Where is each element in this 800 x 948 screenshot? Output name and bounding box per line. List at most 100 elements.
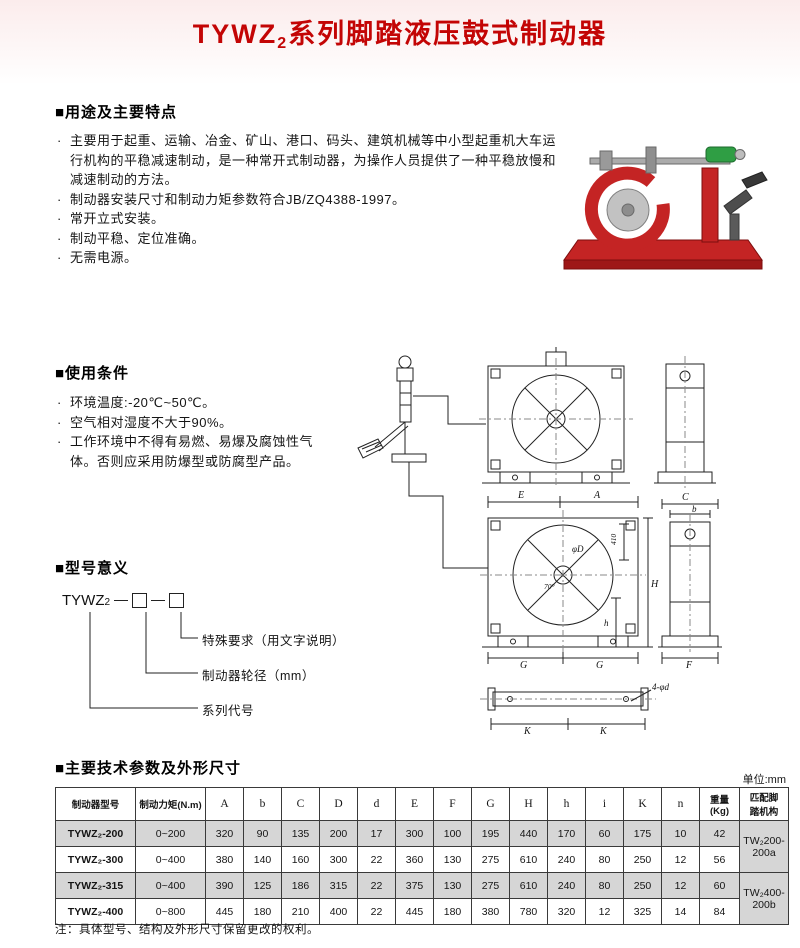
feature-text: 制动器安装尺寸和制动力矩参数符合JB/ZQ4388-1997。: [70, 191, 406, 207]
column-header-d: d: [357, 787, 396, 821]
table-cell: 80: [585, 872, 624, 899]
model-label-series: 系列代号: [202, 704, 255, 718]
table-row: TYWZ₂-300 0~400 380 140 160 300 22 360 1…: [55, 846, 789, 873]
top-background-tint: [0, 0, 800, 100]
condition-text: 工作环境中不得有易燃、易爆及腐蚀性气体。否则应采用防爆型或防腐型产品。: [70, 434, 314, 469]
torque-cell: 0~400: [135, 872, 206, 899]
title-series-subscript: 2: [277, 35, 289, 52]
table-cell: 325: [623, 898, 662, 925]
table-cell: 22: [357, 898, 396, 925]
table-cell: 12: [661, 872, 700, 899]
model-cell: TYWZ₂-400: [55, 898, 136, 925]
table-cell: 250: [623, 846, 662, 873]
column-header-E: E: [395, 787, 434, 821]
table-cell: 22: [357, 846, 396, 873]
table-cell: 80: [585, 846, 624, 873]
bullet-icon: ·: [57, 395, 62, 410]
dimension-lines-mid: [487, 496, 719, 518]
table-cell: 60: [585, 820, 624, 847]
table-cell: 275: [471, 846, 510, 873]
release-cylinder: [705, 146, 737, 163]
brake-front-view-top: [479, 347, 633, 488]
table-cell: 380: [205, 846, 244, 873]
weight-cell: 42: [699, 820, 740, 847]
column-header-F: F: [433, 787, 472, 821]
table-cell: 195: [471, 820, 510, 847]
model-label-diameter: 制动器轮径（mm）: [202, 669, 315, 683]
brake-upright: [701, 167, 719, 243]
feature-text: 常开立式安装。: [70, 211, 165, 226]
pedal-pump-drawing: [357, 355, 488, 569]
dim-label-C: C: [682, 492, 689, 503]
feature-text: 主要用于起重、运输、冶金、矿山、港口、码头、建筑机械等中小型起重机大车运行机构的…: [70, 133, 557, 187]
dim-label-phiD: φD: [572, 544, 584, 554]
dim-label-K2: K: [599, 726, 608, 737]
torque-cell: 0~800: [135, 898, 206, 925]
table-cell: 320: [547, 898, 586, 925]
model-label-special: 特殊要求（用文字说明）: [202, 634, 346, 648]
model-placeholder-box: [169, 593, 185, 608]
match-cell: TW₂400-200b: [739, 872, 789, 925]
brake-base: [563, 239, 763, 270]
section-heading-specs: ■主要技术参数及外形尺寸: [55, 760, 242, 777]
table-header-row: 制动器型号 制动力矩(N.m) A b C D d E F G H h i K …: [55, 787, 789, 821]
dim-label-h: h: [604, 618, 609, 628]
model-dash: [151, 600, 166, 601]
angle-label: 70°: [544, 582, 555, 591]
title-text: 系列脚踏液压鼓式制动器: [288, 19, 608, 49]
table-cell: 200: [319, 820, 358, 847]
table-cell: 445: [395, 898, 434, 925]
table-cell: 135: [281, 820, 320, 847]
column-header-model: 制动器型号: [55, 787, 136, 821]
table-cell: 186: [281, 872, 320, 899]
spec-table: 制动器型号 制动力矩(N.m) A b C D d E F G H h i K …: [55, 787, 789, 925]
dim-label-A: A: [593, 490, 601, 501]
section-heading-features: ■用途及主要特点: [55, 104, 178, 121]
bullet-icon: ·: [57, 230, 62, 246]
dim-label-F: F: [685, 660, 693, 671]
bullet-icon: ·: [57, 211, 62, 226]
base-plate-view: [480, 687, 656, 730]
pedal-lever: [723, 189, 753, 215]
table-cell: 300: [319, 846, 358, 873]
column-header-torque: 制动力矩(N.m): [135, 787, 206, 821]
condition-text: 环境温度:-20℃~50℃。: [70, 395, 216, 410]
table-cell: 780: [509, 898, 548, 925]
table-cell: 380: [471, 898, 510, 925]
product-photo: [563, 146, 768, 270]
table-cell: 250: [623, 872, 662, 899]
weight-cell: 56: [699, 846, 740, 873]
model-placeholder-box: [132, 593, 148, 608]
table-cell: 240: [547, 872, 586, 899]
table-row: TYWZ₂-315 0~400 390 125 186 315 22 375 1…: [55, 872, 789, 925]
table-cell: 610: [509, 846, 548, 873]
dim-label-410: 410: [609, 534, 618, 546]
page-title: TYWZ2系列脚踏液压鼓式制动器: [0, 12, 800, 53]
list-item: ·制动器安装尺寸和制动力矩参数符合JB/ZQ4388-1997。: [57, 190, 562, 210]
model-connector-lines: [89, 612, 198, 709]
rod-fitting-mid: [645, 146, 657, 174]
list-item: ·主要用于起重、运输、冶金、矿山、港口、码头、建筑机械等中小型起重机大车运行机构…: [57, 131, 562, 190]
feature-text: 无需电源。: [70, 250, 138, 265]
condition-text: 空气相对湿度不大于90%。: [70, 414, 233, 430]
table-cell: 320: [205, 820, 244, 847]
list-item: · 常开立式安装。: [57, 209, 562, 229]
model-cell: TYWZ₂-200: [55, 820, 136, 847]
table-cell: 12: [585, 898, 624, 925]
list-item: ·无需电源。: [57, 248, 562, 268]
column-header-K: K: [623, 787, 662, 821]
column-header-weight: 重量 (Kg): [699, 787, 740, 821]
bullet-icon: ·: [57, 434, 62, 449]
column-header-b: b: [243, 787, 282, 821]
table-cell: 180: [243, 898, 282, 925]
holes-label: 4-φd: [652, 682, 669, 692]
dim-label-G2: G: [596, 660, 603, 671]
list-item: ·空气相对湿度不大于90%。: [57, 413, 335, 433]
table-row: TYWZ₂-200 0~200 320 90 135 200 17 300 10…: [55, 820, 789, 873]
model-code-subscript: 2: [104, 597, 111, 608]
table-cell: 400: [319, 898, 358, 925]
pedal-pad: [741, 171, 768, 189]
list-item: ·制动平稳、定位准确。: [57, 229, 562, 249]
